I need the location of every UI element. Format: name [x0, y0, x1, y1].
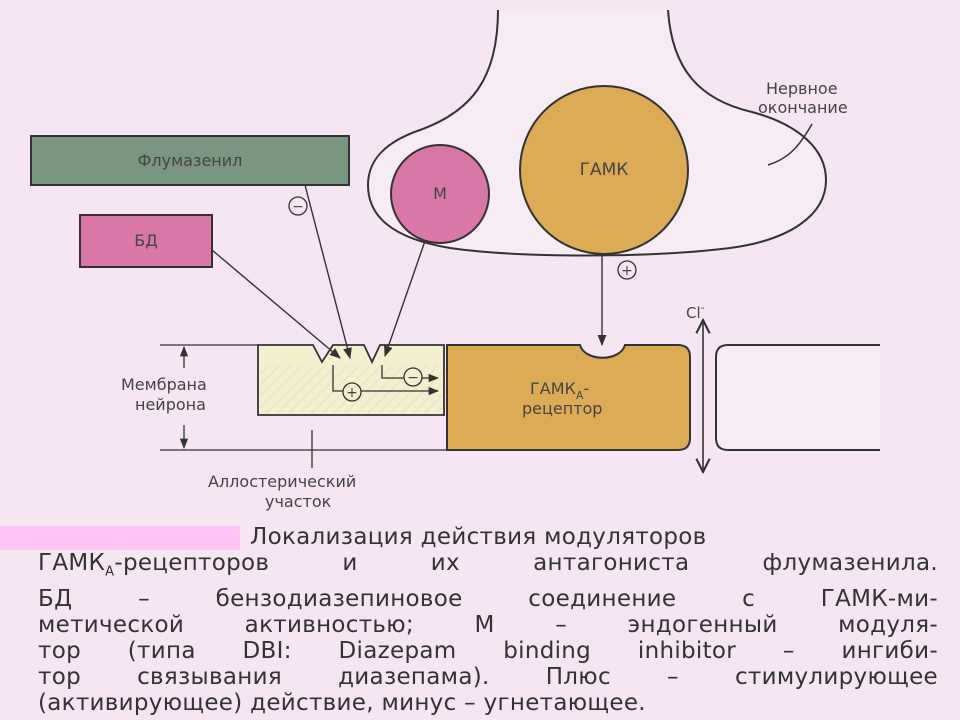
allosteric-minus-sign: −	[407, 370, 419, 386]
caption-line-4: метической активностью; М – эндогенный м…	[38, 611, 938, 638]
receptor-label-2: рецептор	[522, 399, 602, 418]
caption-line-6: тор связывания диазепама). Плюс – стимул…	[38, 663, 938, 690]
bd-arrow	[211, 249, 341, 359]
allosteric-label-2: участок	[265, 492, 332, 511]
allosteric-plus-sign: +	[346, 385, 358, 401]
channel-block-right	[715, 344, 880, 451]
gaba-plus-sign-circle	[617, 260, 637, 280]
nerve-ending-label-2: окончание	[758, 98, 848, 117]
allosteric-to-receptor-arrow-1	[332, 365, 440, 396]
chloride-label: Cl-	[686, 301, 705, 322]
bd-box	[79, 214, 213, 268]
allosteric-minus-circle	[403, 367, 423, 387]
membrane-label-1: Мембрана	[121, 375, 207, 394]
flumazenil-minus-sign: −	[292, 199, 304, 215]
caption-line-5: тор (типа DBI: Diazepam binding inhibito…	[38, 637, 938, 664]
flumazenil-label: Флумазенил	[138, 151, 243, 170]
flumazenil-minus-circle	[288, 196, 308, 216]
allosteric-plus-circle	[342, 382, 362, 402]
m-label: М	[433, 184, 447, 203]
caption-line-7: (активирующее) действие, минус – угнетаю…	[38, 689, 646, 716]
caption-line-2: ГАМКА-рецепторов и их антагониста флумаз…	[38, 550, 938, 580]
m-arrow	[384, 240, 426, 358]
gaba-circle	[519, 85, 689, 255]
caption-line-1: Локализация действия модуляторов	[250, 524, 707, 550]
flumazenil-box	[30, 135, 350, 186]
allosteric-label-1: Аллостерический	[208, 472, 356, 491]
flumazenil-arrow	[304, 184, 352, 360]
membrane-label-2: нейрона	[135, 395, 206, 414]
receptor-label-1: ГАМКА-	[530, 379, 589, 402]
nerve-ending-label-1: Нервное	[766, 79, 838, 98]
gaba-a-receptor	[446, 344, 691, 451]
gaba-plus-sign: +	[621, 263, 633, 279]
caption-line-3: БД – бензодиазепиновое соединение с ГАМК…	[38, 585, 938, 612]
highlight-bar	[0, 526, 240, 550]
figure-caption: Локализация действия модуляторов ГАМКА-р…	[38, 524, 938, 716]
m-circle	[390, 144, 490, 244]
gaba-label: ГАМК	[580, 160, 629, 180]
nerve-ending-pointer	[767, 123, 813, 166]
bd-label: БД	[134, 231, 157, 250]
